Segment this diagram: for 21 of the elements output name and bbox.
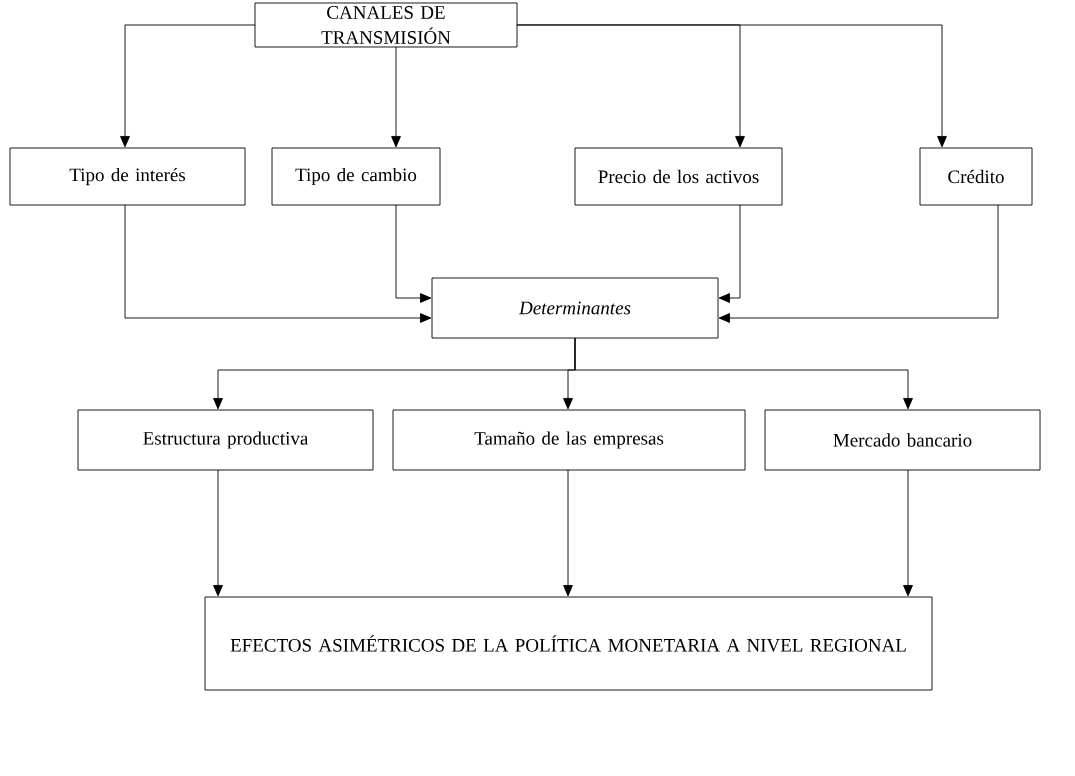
box: Mercado bancario — [764, 409, 1041, 471]
box: Estructura productiva — [77, 409, 374, 471]
arrow — [563, 469, 573, 597]
box: Tipo de interés — [9, 147, 246, 206]
box: EFECTOS ASIMÉTRICOS DE LA POLÍTICA MONETARIA A NIVEL REGIONAL — [204, 596, 933, 691]
arrow — [516, 24, 947, 148]
arrow — [213, 469, 223, 597]
box: Precio de los activos — [574, 147, 783, 206]
box: Tamaño de las empresas — [392, 409, 746, 471]
arrow — [574, 337, 913, 410]
arrow — [391, 46, 401, 148]
box: Determinantes — [431, 277, 719, 339]
arrow — [718, 204, 999, 323]
box: CANALES DE TRANSMISIÓN — [254, 2, 518, 48]
arrow — [903, 469, 913, 597]
arrow — [718, 204, 741, 303]
arrow — [124, 204, 432, 323]
arrow — [395, 204, 432, 303]
box: Tipo de cambio — [271, 147, 441, 206]
arrow — [120, 24, 256, 148]
box: Crédito — [919, 147, 1033, 206]
